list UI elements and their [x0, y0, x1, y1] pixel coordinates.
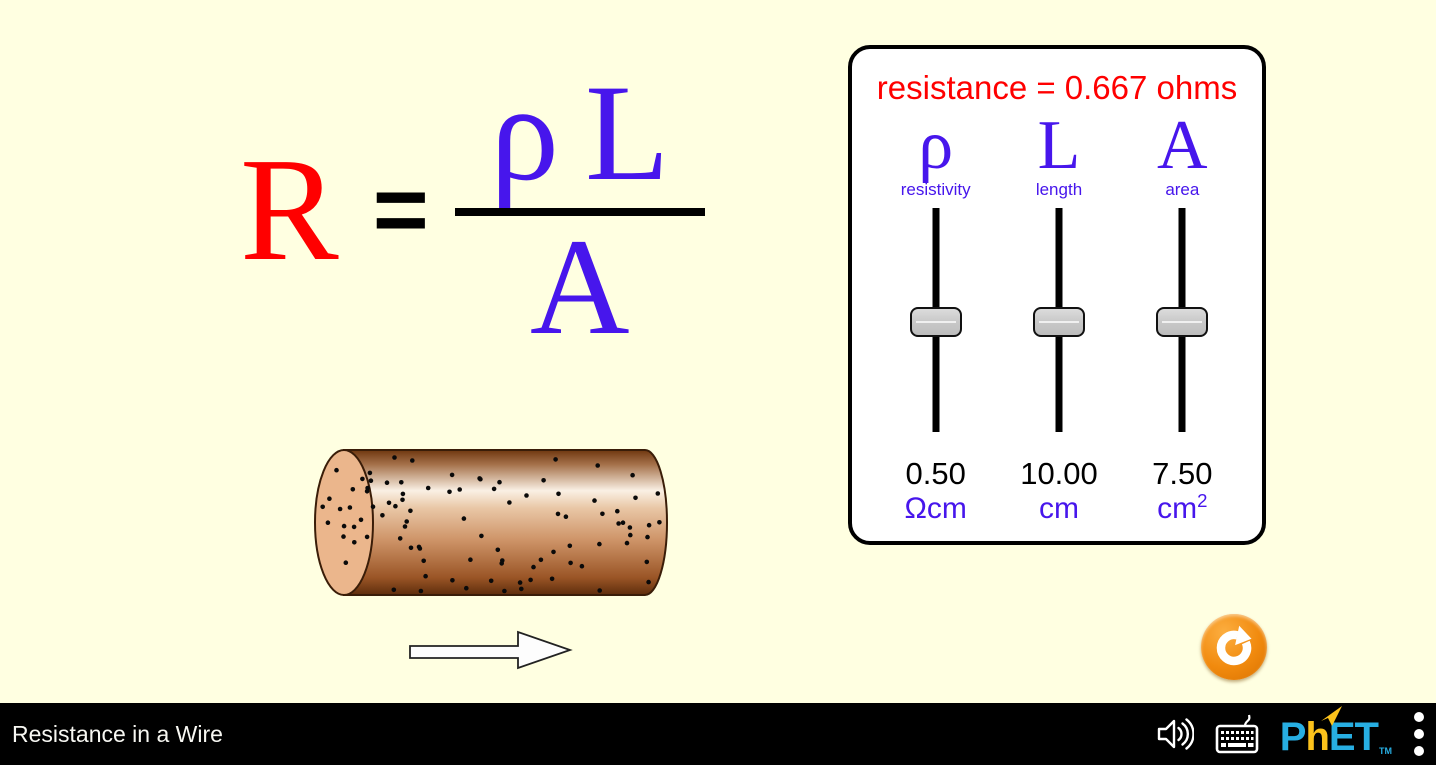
kebab-menu-icon[interactable] [1414, 712, 1424, 756]
formula-area-symbol: A [529, 210, 630, 363]
navigation-bar: Resistance in a Wire [0, 703, 1436, 765]
control-panel: resistance = 0.667 ohms ρ resistivity 0.… [848, 45, 1266, 545]
area-value: 7.50 [1152, 455, 1213, 491]
formula-resistance-symbol: R [240, 128, 339, 292]
wire-graphic [314, 449, 668, 596]
fraction-bar [454, 208, 705, 216]
length-slider-thumb[interactable] [1032, 306, 1085, 337]
resistivity-unit: Ωcm [904, 492, 967, 526]
area-slider-thumb[interactable] [1156, 306, 1209, 337]
formula-fraction: ρ L A [454, 56, 705, 363]
area-label: area [1165, 179, 1200, 199]
area-symbol: A [1157, 107, 1208, 184]
length-unit: cm [1038, 492, 1079, 526]
resistance-readout: resistance = 0.667 ohms [876, 69, 1238, 106]
resistivity-symbol: ρ [918, 107, 954, 184]
wire-end-cap [314, 449, 374, 596]
phet-logo-p: P [1279, 715, 1307, 759]
length-slider-group: L length 10.00 cm [997, 107, 1120, 525]
phet-logo-h: h [1305, 715, 1329, 759]
length-slider[interactable] [1031, 207, 1087, 432]
resistivity-slider[interactable] [908, 207, 964, 432]
length-label: length [1035, 179, 1083, 199]
length-symbol: L [1037, 107, 1081, 184]
reset-all-button[interactable] [1201, 614, 1267, 680]
formula-length-symbol: L [585, 56, 670, 209]
resistivity-label: resistivity [900, 179, 971, 199]
area-unit: cm2 [1157, 490, 1208, 526]
resistivity-value: 0.50 [905, 455, 966, 491]
wire-body [343, 449, 668, 596]
formula-resistivity-symbol: ρ [490, 56, 560, 209]
phet-logo-et: ET [1328, 715, 1379, 759]
current-direction-arrow-icon [409, 630, 573, 670]
resistivity-slider-thumb[interactable] [909, 306, 962, 337]
formula-equals-sign: = [372, 156, 429, 263]
reset-icon [1216, 625, 1252, 666]
area-slider[interactable] [1154, 207, 1210, 432]
phet-logo-tm: TM [1379, 745, 1392, 756]
formula: R = ρ L A [240, 64, 705, 356]
phet-plane-icon [1320, 706, 1342, 726]
keyboard-icon[interactable] [1214, 713, 1260, 755]
sim-title: Resistance in a Wire [12, 720, 223, 747]
resistivity-slider-group: ρ resistivity 0.50 Ωcm [874, 107, 997, 525]
sound-icon[interactable] [1156, 717, 1194, 751]
wire-resistivity-dots [320, 455, 662, 594]
length-value: 10.00 [1020, 455, 1098, 491]
area-slider-group: A area 7.50 cm2 [1121, 107, 1244, 525]
